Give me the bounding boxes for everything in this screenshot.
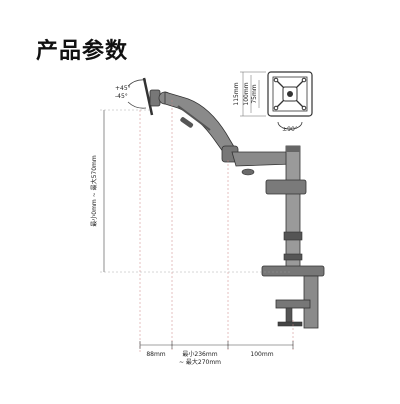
offset-88-label: 88mm: [146, 351, 165, 358]
tilt-up-label: +45°: [115, 85, 131, 92]
base-offset-label: 100mm: [250, 351, 273, 358]
reference-lines: 最小0mm ~ 最大570mm 88mm 最小236mm ~ 最大270mm 1…: [90, 100, 294, 366]
rotate-arrow-icon: [277, 121, 303, 130]
tilt-down-label: -45°: [115, 93, 128, 100]
vesa-plate-detail: 115mm 100mm 75mm ±90°: [233, 71, 313, 133]
base-plate: [261, 265, 325, 277]
tilt-indicator: +45° -45°: [115, 79, 147, 109]
vesa-outer-label: 115mm: [233, 82, 240, 105]
vesa-mid-label: 100mm: [243, 82, 250, 105]
monitor-arm: [142, 77, 325, 329]
monitor-edge: [142, 77, 154, 116]
rotate-label: ±90°: [282, 126, 298, 133]
height-range-label: 最小0mm ~ 最大570mm: [90, 155, 98, 227]
pole-collar: [265, 179, 307, 195]
reach-max-label: ~ 最大270mm: [179, 358, 221, 366]
page-title: 产品参数: [36, 39, 129, 64]
lower-arm: [231, 151, 293, 167]
vesa-inner-label: 75mm: [251, 84, 258, 103]
reach-min-label: 最小236mm: [182, 350, 217, 358]
